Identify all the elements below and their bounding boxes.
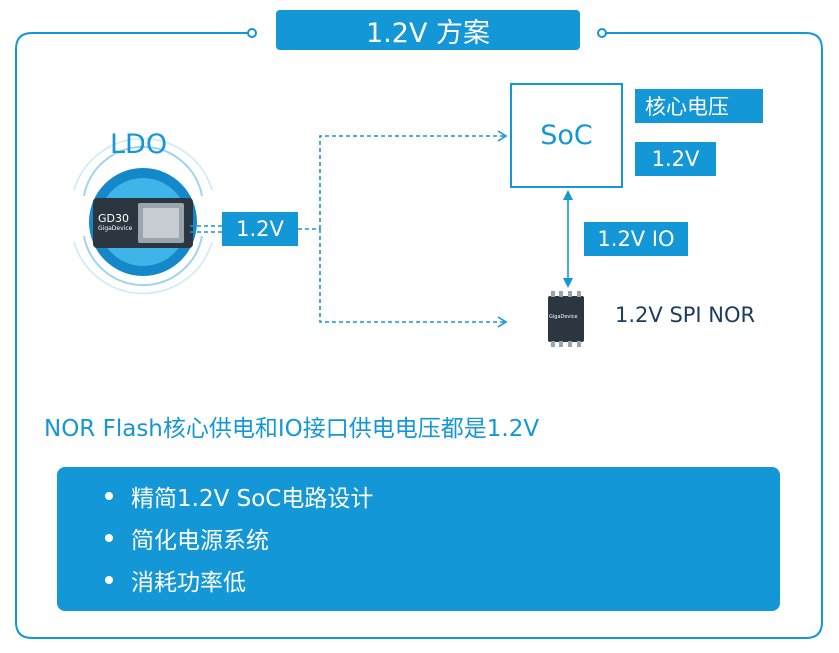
soc-block: SoC <box>510 83 623 188</box>
core-voltage-value: 1.2V <box>635 142 716 176</box>
benefit-item: 简化电源系统 <box>105 521 269 555</box>
arrow-to-soc <box>497 130 508 142</box>
benefit-text: 简化电源系统 <box>131 528 269 554</box>
ldo-output-badge: 1.2V <box>222 212 298 246</box>
bullet-dot-icon <box>105 576 113 584</box>
bullet-dot-icon <box>105 492 113 500</box>
title-badge: 1.2V 方案 <box>276 10 580 50</box>
ldo-chip-model: GD30 <box>98 212 129 225</box>
ldo-chip-brand: GigaDevice <box>98 225 133 232</box>
nor-chip-brand: GigaDevice <box>549 314 578 320</box>
ldo-label: LDO <box>110 129 168 160</box>
nor-chip-graphic <box>548 291 584 347</box>
benefit-text: 消耗功率低 <box>131 570 246 596</box>
ldo-chip-graphic <box>73 137 213 295</box>
io-arrow-down <box>563 278 573 288</box>
core-voltage-label: 核心电压 <box>635 89 763 123</box>
benefit-text: 精简1.2V SoC电路设计 <box>131 486 374 512</box>
summary-text: NOR Flash核心供电和IO接口供电电压都是1.2V <box>44 416 540 442</box>
connector-lines <box>190 135 506 323</box>
arrow-to-nor <box>497 316 508 328</box>
bullet-dot-icon <box>105 534 113 542</box>
nor-flash-label: 1.2V SPI NOR <box>615 303 756 327</box>
frame-border <box>15 32 823 639</box>
io-voltage-badge: 1.2V IO <box>584 222 688 256</box>
ldo-chip-text: GD30 GigaDevice <box>98 213 132 233</box>
benefits-panel: 精简1.2V SoC电路设计 简化电源系统 消耗功率低 <box>57 467 780 611</box>
soc-label: SoC <box>540 120 593 151</box>
benefit-item: 精简1.2V SoC电路设计 <box>105 479 373 513</box>
frame-end-dot-left <box>247 28 257 38</box>
benefit-item: 消耗功率低 <box>105 563 246 597</box>
io-arrow-up <box>563 190 573 200</box>
frame-end-dot-right <box>597 28 607 38</box>
